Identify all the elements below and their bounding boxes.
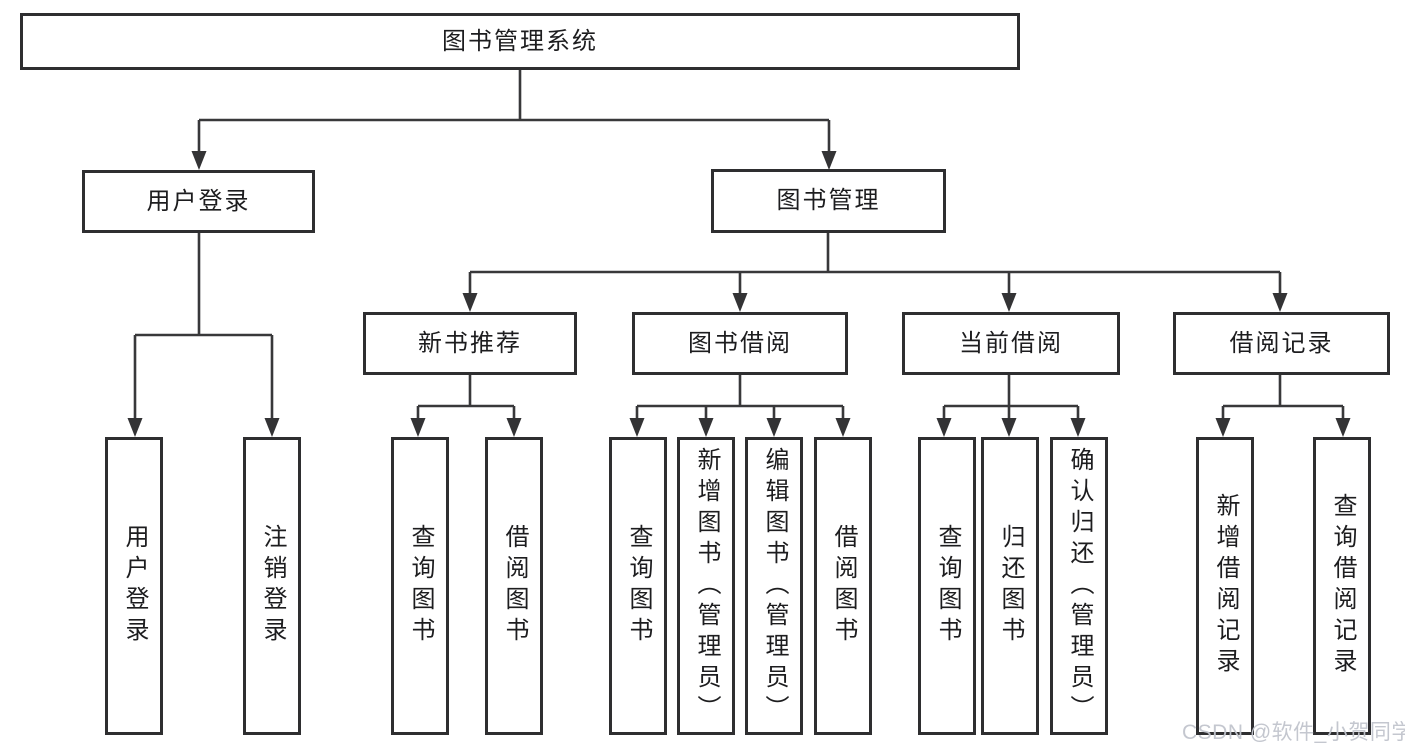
leaf-edit-books-admin: 编辑图书（管理员） <box>745 437 803 735</box>
leaf-query-borrow-record-label: 查询借阅记录 <box>1329 493 1356 679</box>
node-root-system: 图书管理系统 <box>20 13 1020 70</box>
leaf-logout-label: 注销登录 <box>259 524 286 648</box>
csdn-watermark: CSDN @软件_小贺同学 <box>1182 721 1405 744</box>
node-book-management: 图书管理 <box>711 169 946 233</box>
leaf-logout: 注销登录 <box>243 437 301 735</box>
leaf-borrow-books-recommend: 借阅图书 <box>485 437 543 735</box>
leaf-borrow-books-borrowing: 借阅图书 <box>814 437 872 735</box>
leaf-user-login-label: 用户登录 <box>121 524 148 648</box>
leaf-confirm-return-admin: 确认归还（管理员） <box>1050 437 1108 735</box>
leaf-add-borrow-record: 新增借阅记录 <box>1196 437 1254 735</box>
leaf-return-books: 归还图书 <box>981 437 1039 735</box>
node-current-borrowing: 当前借阅 <box>902 312 1120 375</box>
leaf-edit-books-admin-label: 编辑图书（管理员） <box>761 446 788 726</box>
leaf-add-borrow-record-label: 新增借阅记录 <box>1212 493 1239 679</box>
leaf-query-books-borrowing-label: 查询图书 <box>625 524 652 648</box>
leaf-query-books-current-label: 查询图书 <box>934 524 961 648</box>
leaf-borrow-books-recommend-label: 借阅图书 <box>501 524 528 648</box>
leaf-confirm-return-admin-label: 确认归还（管理员） <box>1066 446 1093 726</box>
leaf-query-books-current: 查询图书 <box>918 437 976 735</box>
node-root-label: 图书管理系统 <box>442 27 598 55</box>
node-current-borrowing-label: 当前借阅 <box>959 329 1063 357</box>
leaf-query-books-recommend-label: 查询图书 <box>407 524 434 648</box>
node-book-borrowing-label: 图书借阅 <box>688 329 792 357</box>
node-new-book-recommend: 新书推荐 <box>363 312 577 375</box>
node-borrow-records-label: 借阅记录 <box>1229 329 1334 357</box>
leaf-user-login: 用户登录 <box>105 437 163 735</box>
leaf-query-books-borrowing: 查询图书 <box>609 437 667 735</box>
node-user-login: 用户登录 <box>82 170 315 233</box>
node-book-borrowing: 图书借阅 <box>632 312 848 375</box>
leaf-return-books-label: 归还图书 <box>997 524 1024 648</box>
node-user-login-label: 用户登录 <box>146 187 251 215</box>
leaf-query-borrow-record: 查询借阅记录 <box>1313 437 1371 735</box>
leaf-add-books-admin: 新增图书（管理员） <box>677 437 735 735</box>
leaf-add-books-admin-label: 新增图书（管理员） <box>693 446 720 726</box>
leaf-borrow-books-borrowing-label: 借阅图书 <box>830 524 857 648</box>
leaf-query-books-recommend: 查询图书 <box>391 437 449 735</box>
node-new-book-recommend-label: 新书推荐 <box>418 329 522 357</box>
node-book-management-label: 图书管理 <box>776 187 881 214</box>
node-borrow-records: 借阅记录 <box>1173 312 1390 375</box>
